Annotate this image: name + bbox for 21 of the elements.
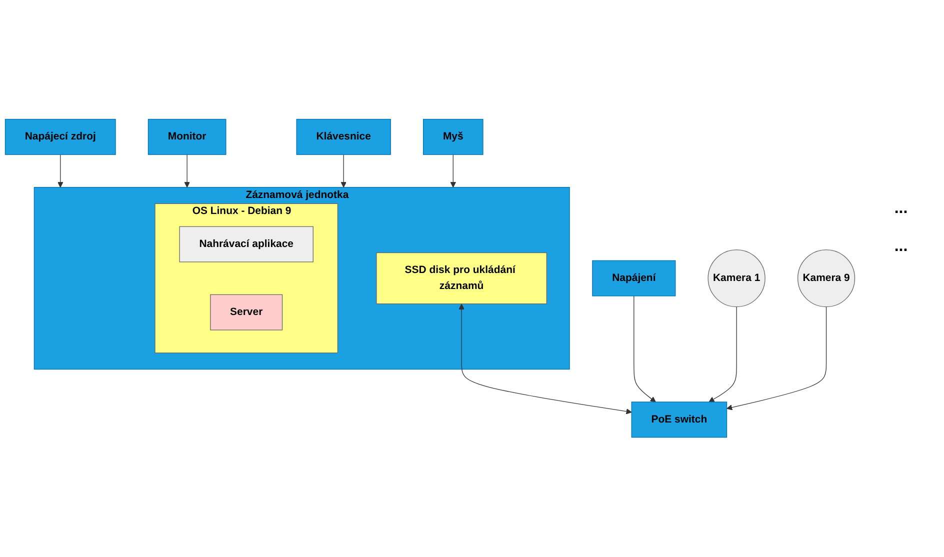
node-box: SSD disk pro ukládání záznamů [376,252,547,304]
arrow [708,306,737,402]
arrow [450,154,456,188]
node-box: Myš [423,119,484,156]
node-circle: Kamera 1 [708,250,766,308]
arrow [726,306,827,410]
arrow [458,304,632,414]
ellipsis-note: ... [894,238,908,256]
node-box: Nahrávací aplikace [179,226,314,262]
ellipsis-note: ... [894,200,908,218]
arrow [340,154,346,188]
arrow [184,154,190,188]
arrow [634,296,656,402]
node-box: Napájení [592,260,676,296]
node-box: Klávesnice [296,119,391,156]
node-circle: Kamera 9 [797,250,856,308]
node-box: Monitor [148,119,226,156]
arrow [58,154,64,188]
node-box: PoE switch [631,402,728,438]
node-box: Server [210,294,283,331]
node-box: Napájecí zdroj [4,119,116,156]
